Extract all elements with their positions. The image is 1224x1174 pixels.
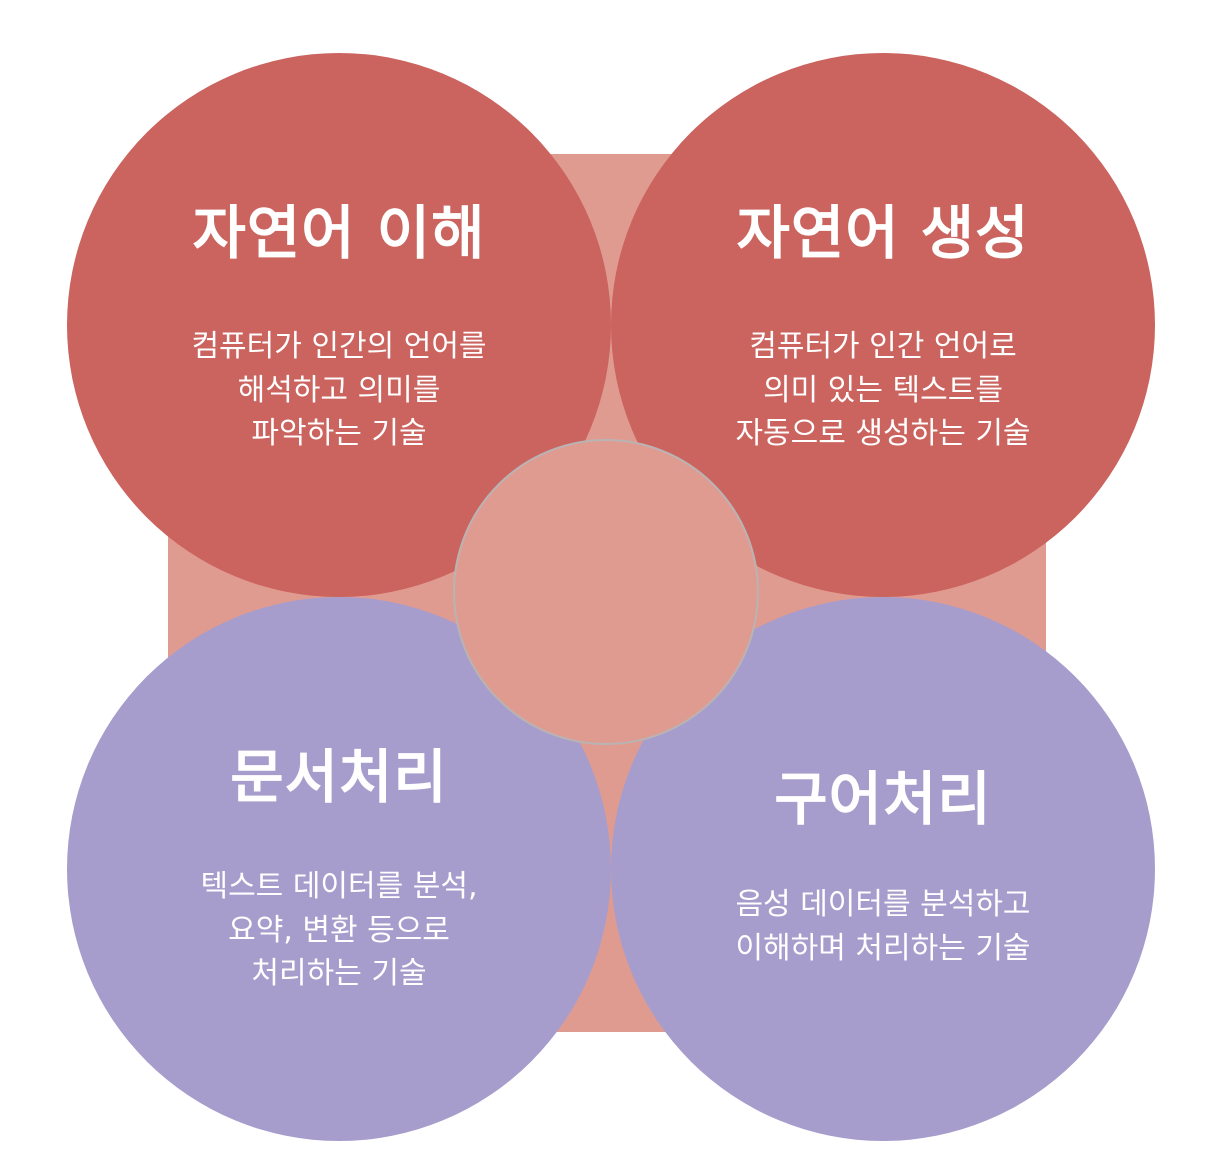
- description-line: 처리하는 기술: [251, 956, 427, 991]
- description-line: 컴퓨터가 인간 언어로: [749, 329, 1017, 364]
- circle-description: 컴퓨터가 인간의 언어를 해석하고 의미를 파악하는 기술: [67, 325, 611, 456]
- description-line: 해석하고 의미를: [237, 372, 441, 408]
- description-line: 요약, 변환 등으로: [228, 912, 450, 948]
- circle-description: 컴퓨터가 인간 언어로 의미 있는 텍스트를 자동으로 생성하는 기술: [611, 325, 1155, 456]
- description-line: 파악하는 기술: [251, 416, 427, 451]
- description-line: 이해하며 처리하는 기술: [735, 930, 1031, 966]
- circle-title: 구어처리: [774, 765, 992, 833]
- circle-title: 자연어 생성: [736, 199, 1030, 267]
- description-line: 컴퓨터가 인간의 언어를: [191, 329, 487, 364]
- circle-description: 텍스트 데이터를 분석, 요약, 변환 등으로 처리하는 기술: [67, 865, 611, 996]
- circle-document-processing: 문서처리 텍스트 데이터를 분석, 요약, 변환 등으로 처리하는 기술: [67, 597, 611, 1141]
- circle-title: 자연어 이해: [192, 199, 486, 267]
- center-circle: [453, 439, 759, 745]
- description-line: 텍스트 데이터를 분석,: [200, 869, 478, 904]
- circle-title: 문서처리: [230, 743, 448, 811]
- description-line: 음성 데이터를 분석하고: [735, 887, 1031, 922]
- description-line: 의미 있는 텍스트를: [763, 372, 1003, 408]
- circle-description: 음성 데이터를 분석하고 이해하며 처리하는 기술: [611, 883, 1155, 970]
- description-line: 자동으로 생성하는 기술: [735, 416, 1031, 451]
- circle-natural-language-understanding: 자연어 이해 컴퓨터가 인간의 언어를 해석하고 의미를 파악하는 기술: [67, 53, 611, 597]
